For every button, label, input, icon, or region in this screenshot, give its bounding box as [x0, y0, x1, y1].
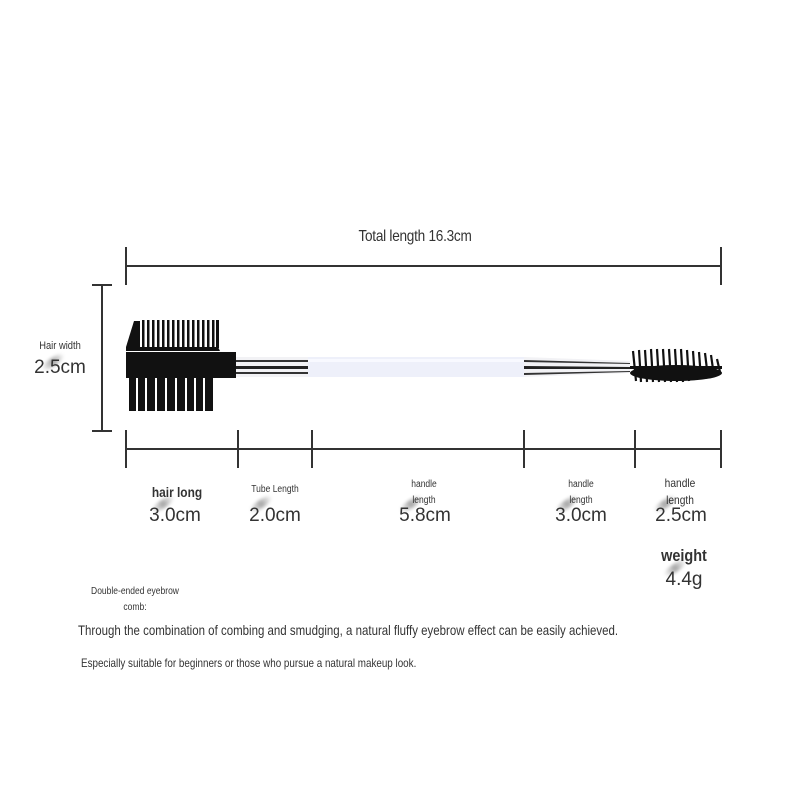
segment-handle-length-1-label: handle length: [411, 479, 437, 506]
segment-tube-length-value: 2.0cm: [249, 505, 301, 526]
eyebrow-brush-image: [126, 320, 722, 411]
description-line-1: Through the combination of combing and s…: [78, 622, 619, 638]
segment-handle-length-3-label: handle length: [664, 476, 696, 507]
segment-handle-length-2-value: 3.0cm: [555, 505, 607, 526]
hair-width-tick-bottom: [92, 430, 112, 432]
segment-handle-length-1-value: 5.8cm: [399, 505, 451, 526]
description-line-2: Especially suitable for beginners or tho…: [81, 656, 417, 670]
segment-tick-5: [720, 430, 722, 468]
weight-value: 4.4g: [665, 569, 703, 590]
segment-handle-length-2-label: handle length: [568, 479, 594, 506]
segment-tick-4: [634, 430, 636, 468]
hair-width-label: Hair width: [39, 340, 81, 352]
total-length-line: [125, 265, 722, 267]
total-length-tick-right: [720, 247, 722, 285]
weight-label: weight: [661, 546, 707, 565]
segment-tube-length-label: Tube Length: [251, 484, 299, 495]
segment-handle-length-3-value: 2.5cm: [655, 505, 707, 526]
total-length-label: Total length 16.3cm: [358, 228, 472, 245]
description-title: Double-ended eyebrow comb:: [80, 584, 191, 616]
description-title-line2: comb:: [123, 602, 147, 613]
segment-tick-0: [125, 430, 127, 468]
hair-width-line: [101, 284, 103, 432]
segment-line: [125, 448, 722, 450]
segment-tick-2: [311, 430, 313, 468]
segment-hair-long-value: 3.0cm: [149, 505, 201, 526]
segment-tick-1: [237, 430, 239, 468]
description-title-line1: Double-ended eyebrow: [91, 586, 179, 597]
segment-hair-long-label: hair long: [151, 484, 203, 500]
segment-tick-3: [523, 430, 525, 468]
hair-width-value: 2.5cm: [34, 357, 86, 378]
